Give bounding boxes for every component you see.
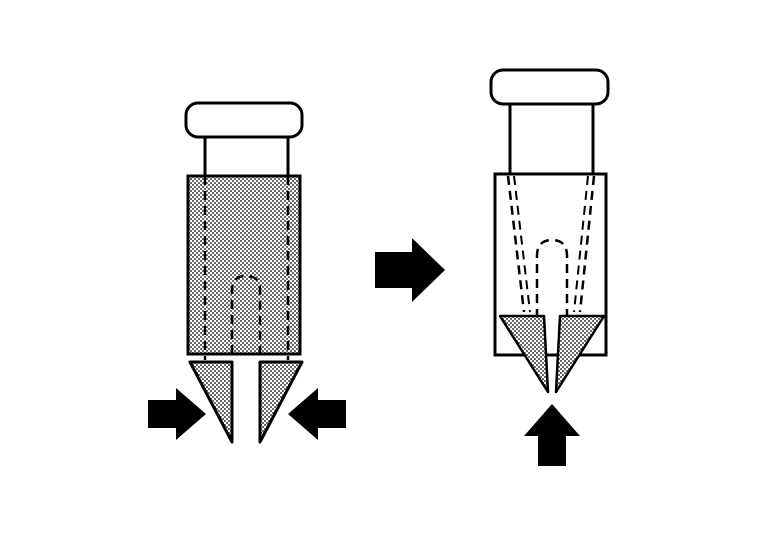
clip-installed-state (489, 68, 610, 466)
clip-head (489, 68, 610, 106)
hidden-center-slot (535, 238, 569, 318)
clip-barb-right (554, 314, 606, 394)
hidden-leg-inner-right (573, 175, 589, 313)
hidden-leg-left (506, 175, 526, 313)
clip-barb-left (188, 360, 234, 444)
arrow-left-icon (288, 388, 346, 440)
panel-hole-body (186, 174, 302, 356)
clip-released-state (148, 101, 346, 444)
clip-head (184, 101, 304, 139)
hidden-leg-right (578, 175, 596, 313)
clip-barb-left (498, 314, 550, 394)
arrow-right-icon (148, 388, 206, 440)
arrow-up-icon (524, 404, 580, 466)
clip-barb-right (258, 360, 304, 444)
hidden-leg-inner-left (513, 175, 531, 313)
arrow-right-icon (375, 238, 445, 302)
